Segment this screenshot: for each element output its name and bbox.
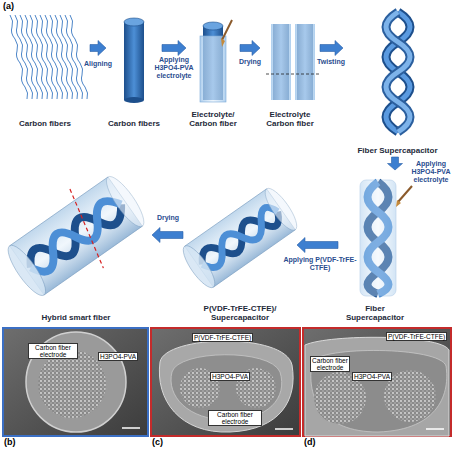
part-label: H3PO4-PVA xyxy=(352,372,392,381)
process-stage: Hybrid smart fiber xyxy=(2,175,150,322)
part-label: H3PO4-PVA xyxy=(210,372,250,381)
process-stage: Electrolyte/ Carbon fiber xyxy=(188,10,238,128)
process-arrow xyxy=(90,41,106,56)
part-label: H3PO4-PVA xyxy=(98,352,138,361)
step-label: Drying xyxy=(148,214,188,222)
stage-caption: Hybrid smart fiber xyxy=(42,313,111,322)
step-label: Twisting xyxy=(312,58,350,66)
process-stage: Carbon fibers xyxy=(2,10,88,128)
step-label: Drying xyxy=(232,58,268,66)
part-label: P(VDF-TrFE-CTFE) xyxy=(386,332,447,341)
part-label: Carbon fiber electrode xyxy=(310,356,350,372)
process-stage: P(VDF-TrFE-CTFE)/ Supercapacitor xyxy=(185,175,295,322)
process-stage: Fiber Supercapacitor xyxy=(345,5,450,155)
part-label: P(VDF-TrFE-CTFE) xyxy=(192,333,253,342)
stage-caption: Carbon fibers xyxy=(19,119,71,128)
panel-letter: (c) xyxy=(152,438,163,448)
panel-letter: (d) xyxy=(304,438,316,448)
part-label: Carbon fiber electrode xyxy=(208,410,262,426)
process-stage: Carbon fibers xyxy=(108,10,160,128)
process-arrow xyxy=(162,41,186,56)
step-label: Applying H3PO4-PVA electrolyte xyxy=(152,56,196,80)
stage-caption: Electrolyte/ Carbon fiber xyxy=(188,110,238,128)
process-stage: Fiber Supercapacitor xyxy=(340,172,410,322)
stage-caption: Fiber Supercapacitor xyxy=(357,146,437,155)
process-arrow xyxy=(388,157,403,170)
part-label: Carbon fiber electrode xyxy=(28,343,78,359)
panel-letter: (a) xyxy=(3,2,14,12)
step-label: Applying P(VDF-TrFE-CTFE) xyxy=(280,256,360,272)
stage-caption: Electrolyte Carbon fiber xyxy=(262,110,318,128)
process-arrow xyxy=(240,41,260,56)
stage-caption: Carbon fibers xyxy=(108,119,160,128)
stage-caption: P(VDF-TrFE-CTFE)/ Supercapacitor xyxy=(185,304,295,322)
stage-caption: Fiber Supercapacitor xyxy=(340,304,410,322)
step-label: Applying H3PO4-PVA electrolyte xyxy=(410,160,452,184)
process-arrow xyxy=(297,238,338,253)
panel-letter: (b) xyxy=(4,438,16,448)
process-arrow xyxy=(320,41,343,56)
step-label: Aligning xyxy=(78,60,118,68)
process-stage: Electrolyte Carbon fiber xyxy=(262,10,318,128)
process-arrow xyxy=(152,228,183,243)
